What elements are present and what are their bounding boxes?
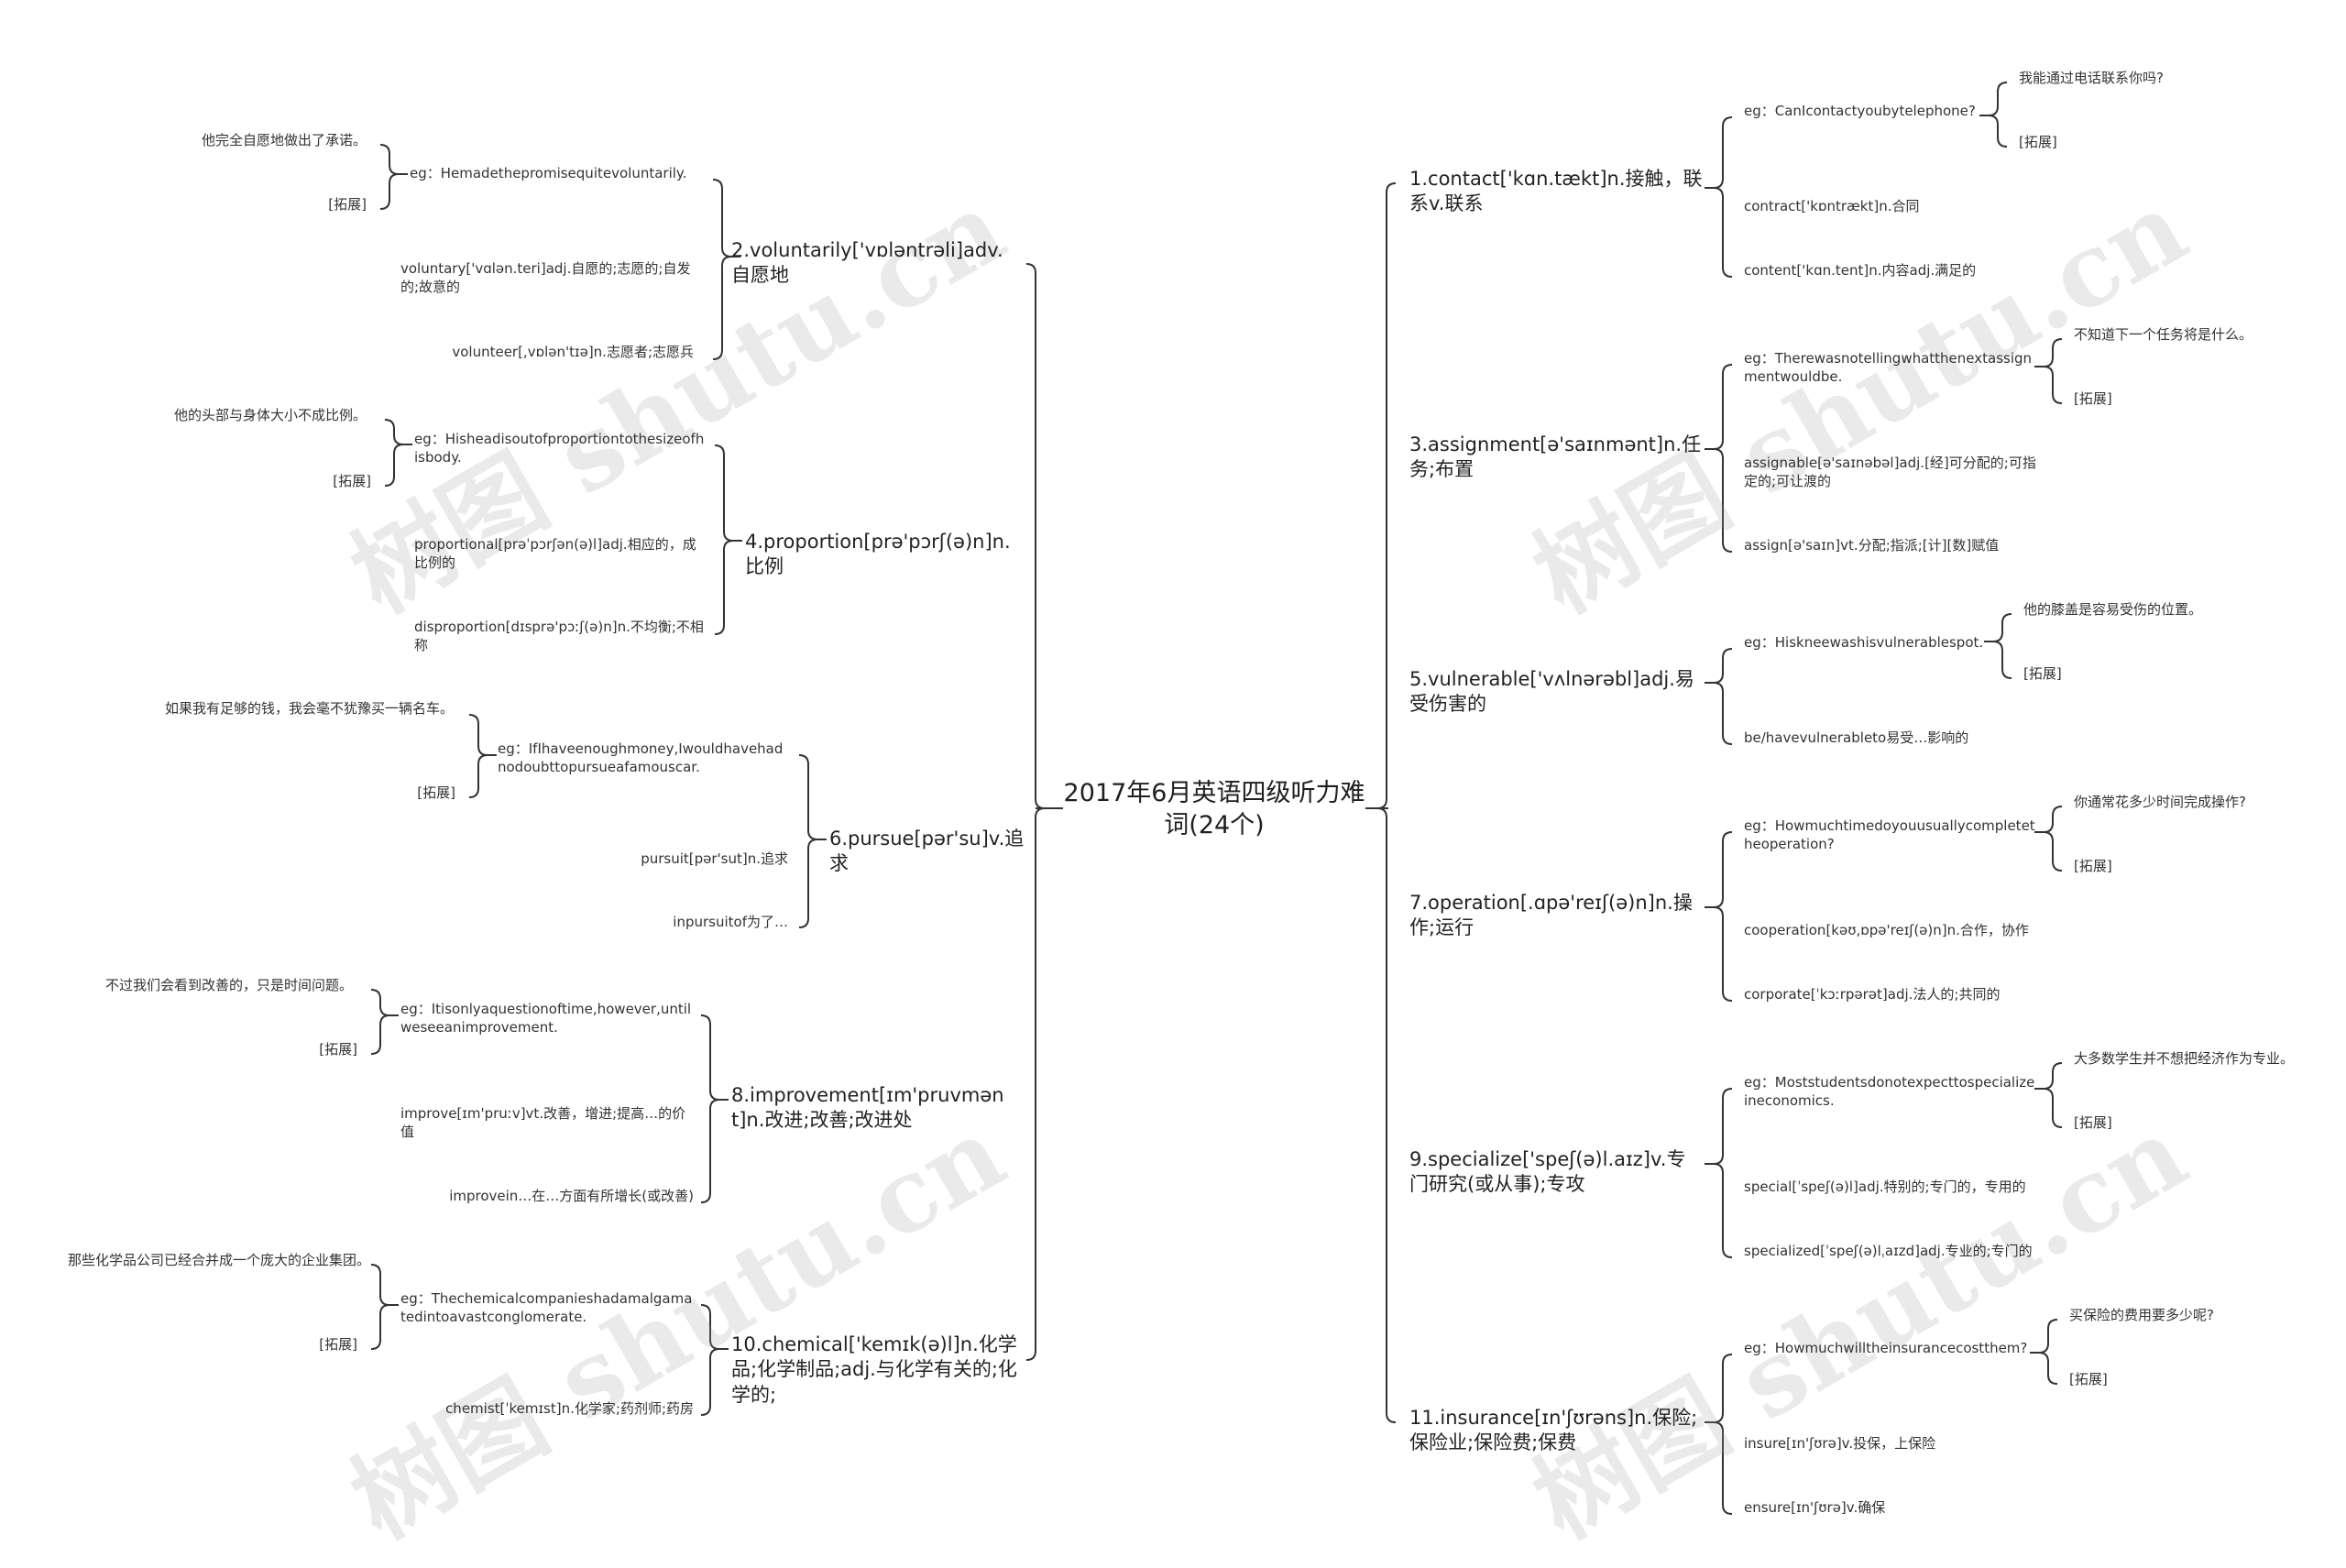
- expand-vulnerable[interactable]: [拓展]: [2023, 665, 2062, 682]
- related-ensure[interactable]: ensure[ɪn'ʃʊrə]v.确保: [1744, 1499, 1886, 1516]
- translation-specialize: 大多数学生并不想把经济作为专业。: [2074, 1050, 2295, 1067]
- translation-insurance: 买保险的费用要多少呢?: [2069, 1307, 2214, 1323]
- translation-pursue: 如果我有足够的钱，我会毫不犹豫买一辆名车。: [165, 700, 455, 717]
- branch-contact[interactable]: 1.contact['kɑn.tækt]n.接触，联系v.联系: [1409, 168, 1703, 215]
- root-topic[interactable]: 2017年6月英语四级听力难词(24个): [1063, 779, 1365, 840]
- example-insurance[interactable]: eg：Howmuchwilltheinsurancecostthem?: [1744, 1340, 2028, 1356]
- branch-specialize[interactable]: 9.specialize['speʃ(ə)l.aɪz]v.专门研究(或从事);专…: [1409, 1148, 1686, 1196]
- related-bevulnerableto[interactable]: be/havevulnerableto易受…影响的: [1744, 729, 1969, 746]
- branch-chemical[interactable]: 10.chemical['kemɪk(ə)l]n.化学品;化学制品;adj.与化…: [731, 1333, 1017, 1406]
- expand-pursue[interactable]: [拓展]: [417, 784, 455, 801]
- related-improvein[interactable]: improvein…在…方面有所增长(或改善): [449, 1188, 694, 1204]
- translation-vulnerable: 他的膝盖是容易受伤的位置。: [2023, 601, 2203, 618]
- related-assignable[interactable]: assignable[ə'saɪnəbəl]adj.[经]可分配的;可指定的;可…: [1744, 455, 2036, 489]
- expand-insurance[interactable]: [拓展]: [2069, 1371, 2108, 1387]
- example-improvement[interactable]: eg：Itisonlyaquestionoftime,however,until…: [400, 1001, 692, 1036]
- related-pursuit[interactable]: pursuit[pər'sut]n.追求: [641, 850, 788, 867]
- example-assignment[interactable]: eg：Therewasnotellingwhatthenextassignmen…: [1744, 350, 2033, 385]
- expand-specialize[interactable]: [拓展]: [2074, 1114, 2112, 1131]
- related-content[interactable]: content['kɑn.tent]n.内容adj.满足的: [1744, 262, 1977, 279]
- expand-voluntarily[interactable]: [拓展]: [328, 196, 367, 213]
- related-inpursuitof[interactable]: inpursuitof为了…: [673, 914, 788, 930]
- expand-proportion[interactable]: [拓展]: [333, 473, 371, 489]
- branch-operation[interactable]: 7.operation[.ɑpə'reɪʃ(ə)n]n.操作;运行: [1409, 892, 1693, 939]
- example-chemical[interactable]: eg：Thechemicalcompanieshadamalgamatedint…: [400, 1290, 693, 1325]
- expand-operation[interactable]: [拓展]: [2074, 858, 2112, 874]
- example-voluntarily[interactable]: eg：Hemadethepromisequitevoluntarily.: [410, 165, 687, 181]
- translation-operation: 你通常花多少时间完成操作?: [2074, 794, 2246, 810]
- branch-improvement[interactable]: 8.improvement[ɪm'pruvmənt]n.改进;改善;改进处: [731, 1084, 1004, 1132]
- related-proportional[interactable]: proportional[prəˈpɔrʃən(ə)l]adj.相应的，成比例的: [414, 536, 696, 571]
- example-operation[interactable]: eg：Howmuchtimedoyouusuallycompletetheope…: [1744, 817, 2035, 852]
- expand-improvement[interactable]: [拓展]: [319, 1041, 357, 1058]
- related-improve[interactable]: improve[ɪm'pruːv]vt.改善，增进;提高…的价值: [400, 1105, 686, 1140]
- branch-pursue[interactable]: 6.pursue[pər'su]v.追求: [829, 828, 1025, 875]
- translation-voluntarily: 他完全自愿地做出了承诺。: [201, 132, 367, 148]
- expand-chemical[interactable]: [拓展]: [319, 1336, 357, 1353]
- branch-insurance[interactable]: 11.insurance[ɪn'ʃʊrəns]n.保险;保险业;保险费;保费: [1409, 1407, 1698, 1454]
- related-voluntary[interactable]: voluntary['vɑlən.teri]adj.自愿的;志愿的;自发的;故意…: [400, 260, 691, 295]
- related-cooperation[interactable]: cooperation[kəʊ,ɒpə'reɪʃ(ə)n]n.合作，协作: [1744, 922, 2029, 938]
- translation-chemical: 那些化学品公司已经合并成一个庞大的企业集团。: [68, 1252, 371, 1268]
- example-vulnerable[interactable]: eg：Hiskneewashisvulnerablespot.: [1744, 634, 1984, 651]
- related-chemist[interactable]: chemist[ˈkemɪst]n.化学家;药剂师;药房: [445, 1400, 694, 1417]
- example-pursue[interactable]: eg：IfIhaveenoughmoney,Iwouldhavehadnodou…: [498, 740, 784, 775]
- branch-proportion[interactable]: 4.proportion[prə'pɔrʃ(ə)n]n.比例: [745, 531, 1011, 578]
- example-proportion[interactable]: eg：Hisheadisoutofproportiontothesizeofhi…: [414, 431, 705, 466]
- translation-improvement: 不过我们会看到改善的，只是时间问题。: [104, 977, 353, 993]
- expand-contact[interactable]: [拓展]: [2019, 134, 2057, 150]
- branch-assignment[interactable]: 3.assignment[ə'saɪnmənt]n.任务;布置: [1409, 433, 1702, 481]
- related-specialized[interactable]: specialized[ˈspeʃ(ə)lˌaɪzd]adj.专业的;专门的: [1744, 1243, 2033, 1259]
- related-corporate[interactable]: corporate[ˈkɔːrpərət]adj.法人的;共同的: [1744, 986, 2001, 1003]
- branch-vulnerable[interactable]: 5.vulnerable['vʌlnərəbl]adj.易受伤害的: [1409, 668, 1694, 716]
- related-disproportion[interactable]: disproportion[dɪsprə'pɔːʃ(ə)n]n.不均衡;不相称: [414, 619, 704, 653]
- branch-voluntarily[interactable]: 2.voluntarily['vɒləntrəli]adv.自愿地: [731, 239, 1003, 287]
- example-contact[interactable]: eg：CanIcontactyoubytelephone?: [1744, 103, 1976, 119]
- expand-assignment[interactable]: [拓展]: [2074, 390, 2112, 407]
- related-insure[interactable]: insure[ɪn'ʃʊrə]v.投保，上保险: [1744, 1435, 1936, 1452]
- example-specialize[interactable]: eg：Moststudentsdonotexpecttospecializein…: [1744, 1074, 2035, 1109]
- related-contract[interactable]: contract['kɒntrækt]n.合同: [1744, 198, 1920, 214]
- translation-contact: 我能通过电话联系你吗?: [2019, 70, 2164, 86]
- related-special[interactable]: special[ˈspeʃ(ə)l]adj.特别的;专门的，专用的: [1744, 1179, 2026, 1195]
- translation-proportion: 他的头部与身体大小不成比例。: [173, 407, 367, 423]
- related-assign[interactable]: assign[ə'saɪn]vt.分配;指派;[计][数]赋值: [1744, 537, 2000, 554]
- related-volunteer[interactable]: volunteer[,vɒlən'tɪə]n.志愿者;志愿兵: [452, 344, 694, 360]
- translation-assignment: 不知道下一个任务将是什么。: [2074, 326, 2253, 343]
